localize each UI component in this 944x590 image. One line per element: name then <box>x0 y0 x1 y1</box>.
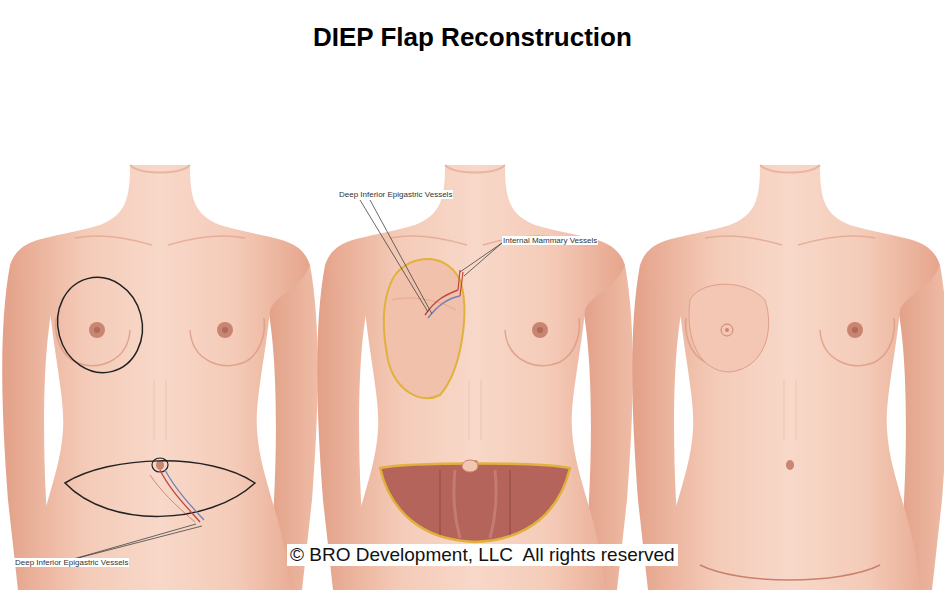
vessel-label: Deep Inferior Epigastric Vessels <box>338 190 453 199</box>
vessel-label: Internal Mammary Vessels <box>502 236 598 245</box>
vessel-label: Deep Inferior Epigastric Vessels <box>14 558 129 567</box>
copyright: © BRO Development, LLC All rights reserv… <box>287 544 678 566</box>
title: DIEP Flap Reconstruction <box>313 22 632 53</box>
